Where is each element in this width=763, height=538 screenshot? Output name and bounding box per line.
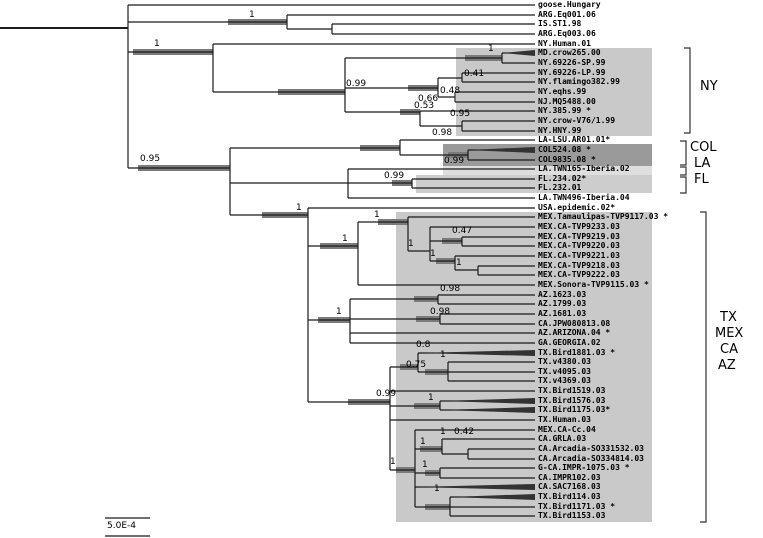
clade-box	[443, 144, 652, 166]
clade-bracket	[680, 140, 687, 166]
clade-bracket	[684, 47, 691, 134]
collapsed-clade-wedge	[415, 484, 535, 490]
clade-box	[443, 166, 652, 175]
collapsed-clade-wedge	[468, 147, 535, 153]
clade-box	[416, 175, 652, 193]
collapsed-clade-wedge	[440, 398, 535, 404]
clade-bracket	[680, 166, 687, 176]
collapsed-clade-wedge	[418, 350, 535, 356]
collapsed-clade-wedge	[502, 50, 535, 56]
collapsed-clade-wedge	[440, 407, 535, 413]
clade-bracket	[700, 211, 707, 523]
clade-bracket	[680, 176, 687, 194]
collapsed-clade-wedge	[450, 494, 535, 500]
